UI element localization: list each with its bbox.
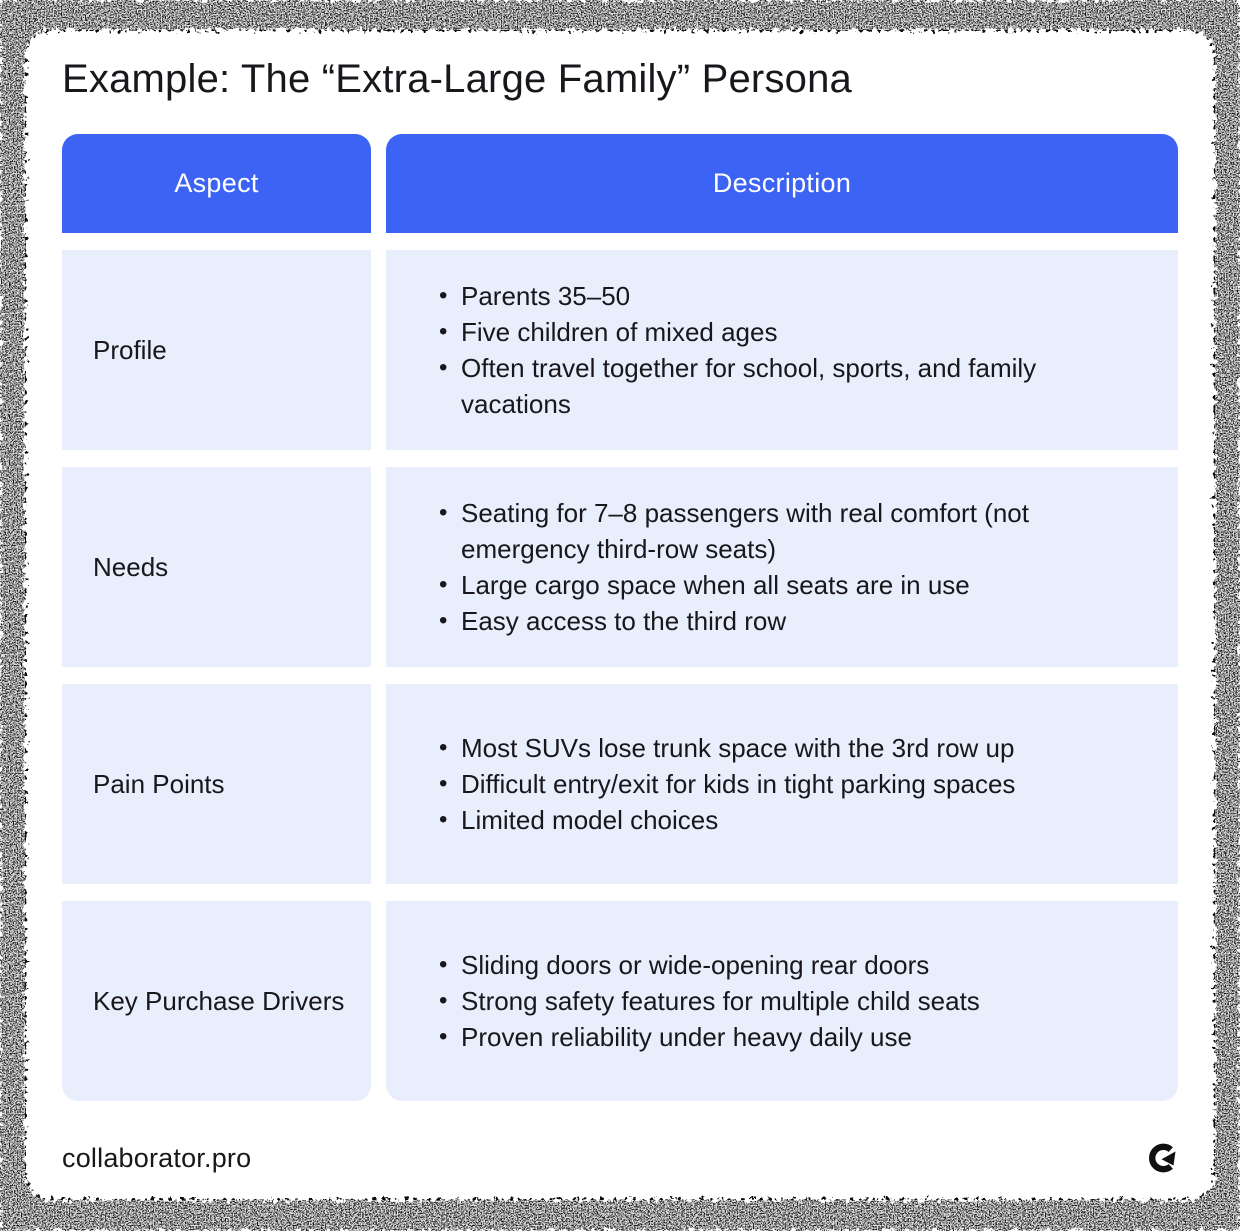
bullet-item: Often travel together for school, sports…	[439, 350, 1136, 422]
description-cell: Sliding doors or wide-opening rear doors…	[386, 901, 1178, 1101]
bullet-item: Proven reliability under heavy daily use	[439, 1019, 980, 1055]
persona-table: Aspect Description Profile Parents 35–50…	[62, 134, 1178, 1101]
table-header-row: Aspect Description	[62, 134, 1178, 233]
brand-text: collaborator.pro	[62, 1142, 252, 1173]
bullet-item: Strong safety features for multiple chil…	[439, 983, 980, 1019]
page-title: Example: The “Extra-Large Family” Person…	[62, 57, 852, 101]
aspect-cell: Needs	[62, 467, 371, 667]
footer: collaborator.pro	[62, 1142, 1178, 1174]
bullet-list: Most SUVs lose trunk space with the 3rd …	[386, 730, 1015, 838]
description-cell: Most SUVs lose trunk space with the 3rd …	[386, 684, 1178, 884]
table-body: Profile Parents 35–50Five children of mi…	[62, 250, 1178, 1101]
column-header-description: Description	[386, 134, 1178, 233]
bullet-item: Seating for 7–8 passengers with real com…	[439, 495, 1136, 567]
bullet-item: Most SUVs lose trunk space with the 3rd …	[439, 730, 1015, 766]
aspect-label: Key Purchase Drivers	[93, 986, 345, 1016]
bullet-list: Sliding doors or wide-opening rear doors…	[386, 947, 980, 1055]
table-row: Profile Parents 35–50Five children of mi…	[62, 250, 1178, 450]
bullet-item: Easy access to the third row	[439, 603, 1136, 639]
aspect-cell: Key Purchase Drivers	[62, 901, 371, 1101]
table-row: Pain Points Most SUVs lose trunk space w…	[62, 684, 1178, 884]
aspect-label: Pain Points	[93, 769, 225, 799]
description-cell: Seating for 7–8 passengers with real com…	[386, 467, 1178, 667]
bullet-item: Large cargo space when all seats are in …	[439, 567, 1136, 603]
aspect-cell: Pain Points	[62, 684, 371, 884]
bullet-item: Sliding doors or wide-opening rear doors	[439, 947, 980, 983]
bullet-item: Five children of mixed ages	[439, 314, 1136, 350]
bullet-list: Seating for 7–8 passengers with real com…	[386, 495, 1136, 639]
aspect-cell: Profile	[62, 250, 371, 450]
bullet-item: Limited model choices	[439, 802, 1015, 838]
table-row: Needs Seating for 7–8 passengers with re…	[62, 467, 1178, 667]
column-header-aspect: Aspect	[62, 134, 371, 233]
aspect-label: Profile	[93, 335, 167, 365]
aspect-label: Needs	[93, 552, 169, 582]
bullet-item: Difficult entry/exit for kids in tight p…	[439, 766, 1015, 802]
collaborator-logo-icon	[1149, 1143, 1176, 1173]
description-cell: Parents 35–50Five children of mixed ages…	[386, 250, 1178, 450]
bullet-list: Parents 35–50Five children of mixed ages…	[386, 278, 1136, 422]
bullet-item: Parents 35–50	[439, 278, 1136, 314]
content-card: Example: The “Extra-Large Family” Person…	[25, 30, 1215, 1200]
table-row: Key Purchase Drivers Sliding doors or wi…	[62, 901, 1178, 1101]
